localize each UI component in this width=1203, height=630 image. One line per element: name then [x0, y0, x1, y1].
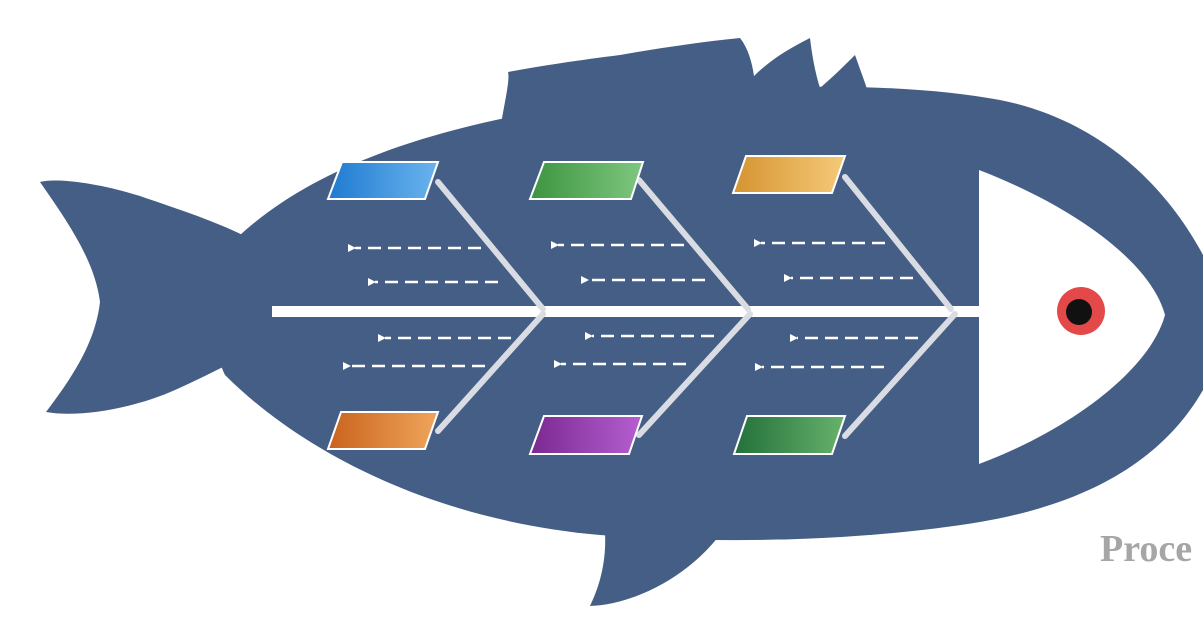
fish-spine [272, 306, 980, 317]
bone-top-1 [435, 179, 546, 312]
category-box-top-3[interactable] [731, 155, 847, 194]
bone-bottom-2 [636, 311, 753, 438]
bone-top-3 [842, 174, 954, 312]
category-box-bottom-3[interactable] [732, 415, 847, 455]
category-box-top-2[interactable] [528, 161, 645, 200]
fish-tail [40, 180, 270, 414]
bone-bottom-1 [435, 311, 546, 434]
category-box-bottom-2[interactable] [528, 415, 644, 455]
cause-arrows [343, 239, 918, 371]
category-box-bottom-1[interactable] [326, 411, 440, 450]
bone-bottom-3 [842, 311, 958, 439]
caption-text: Proce [1100, 528, 1193, 570]
fish-eye-pupil [1066, 299, 1092, 325]
bone-top-2 [636, 177, 751, 312]
category-box-top-1[interactable] [326, 161, 440, 200]
